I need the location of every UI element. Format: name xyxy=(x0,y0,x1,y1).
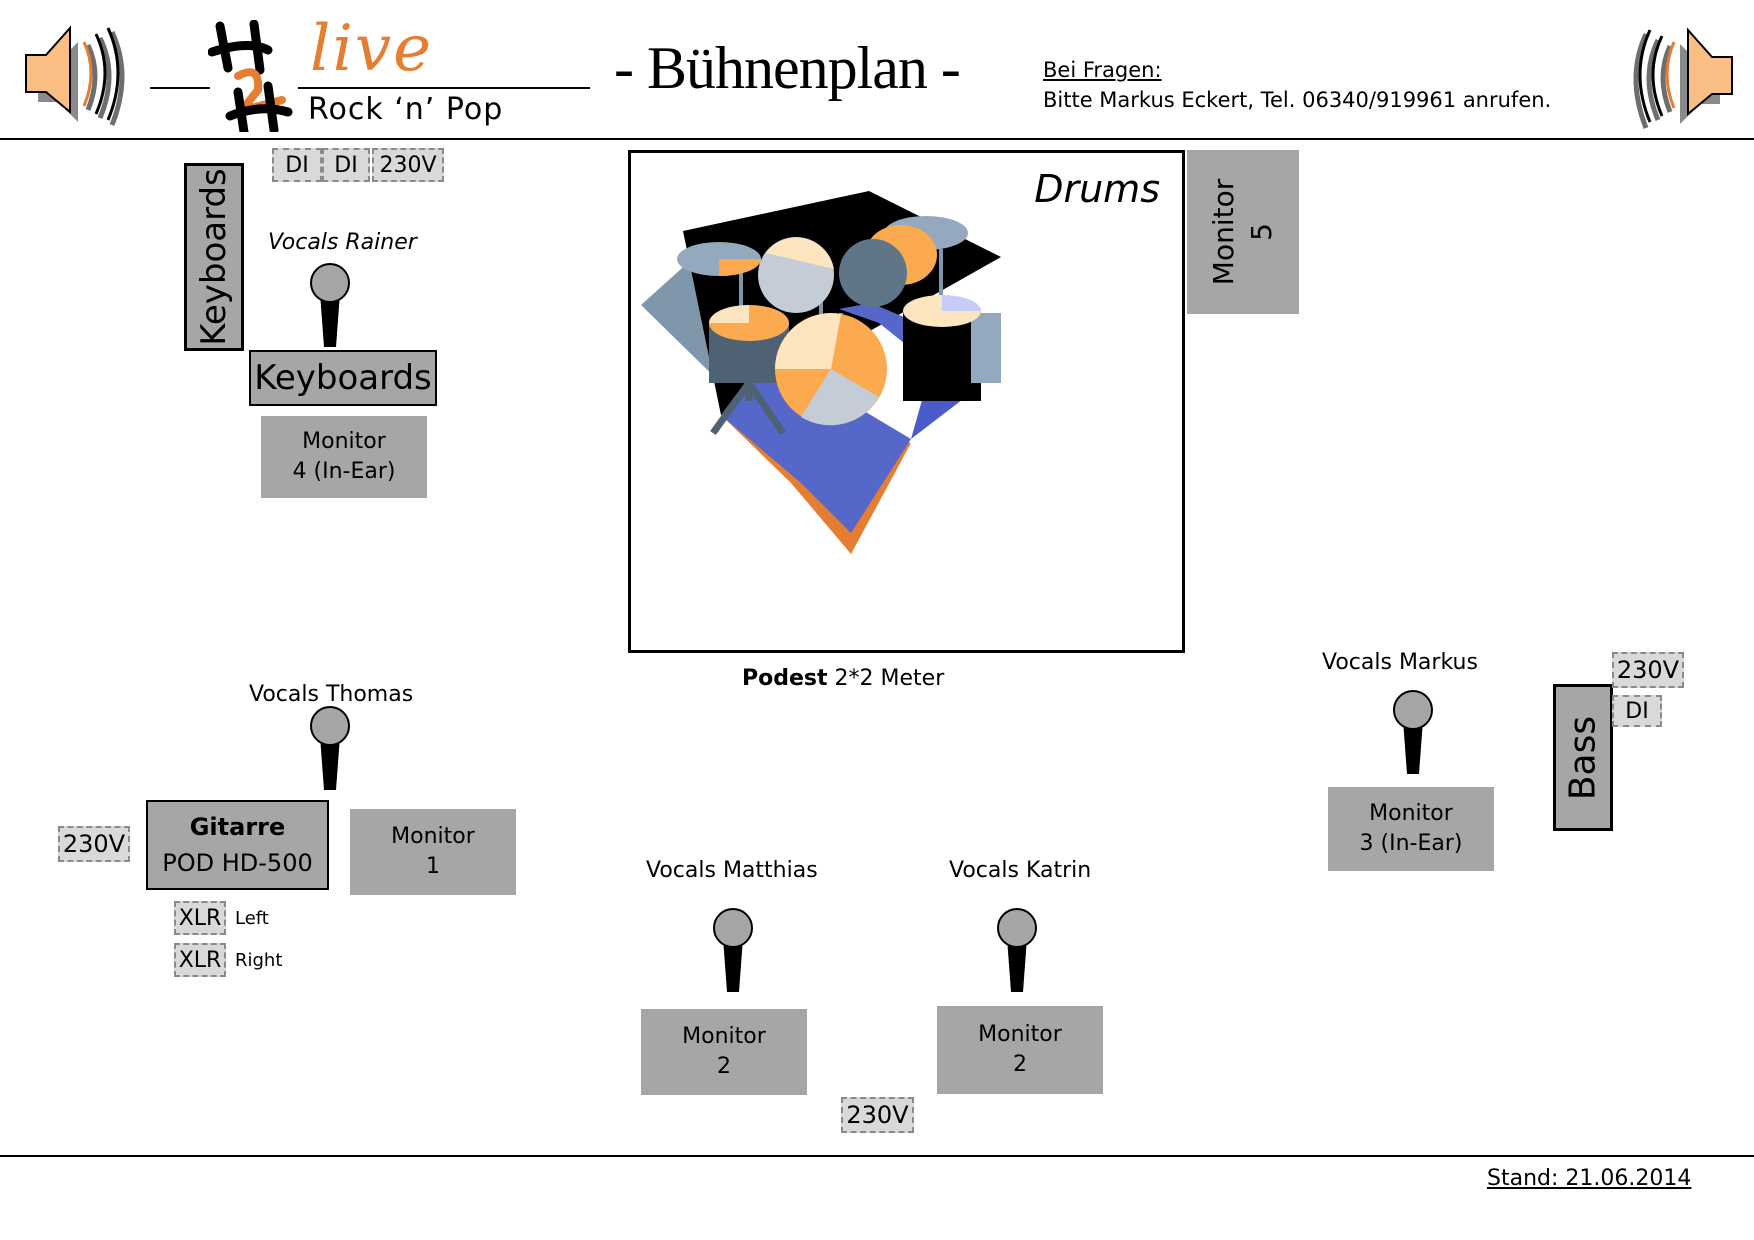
microphone-icon xyxy=(1393,690,1433,774)
keyboards-vertical-label: Keyboards xyxy=(194,168,234,346)
microphone-icon xyxy=(997,908,1037,992)
monitor-2b-line1: Monitor xyxy=(978,1022,1062,1047)
microphone-icon xyxy=(713,908,753,992)
speaker-right-icon xyxy=(1633,27,1733,129)
contact-heading: Bei Fragen: xyxy=(1043,58,1162,82)
vocals-matthias-label: Vocals Matthias xyxy=(646,858,818,883)
monitor-3-line2: 3 (In-Ear) xyxy=(1359,831,1463,856)
bass-label: Bass xyxy=(1562,715,1604,800)
connector-230v-guitar: 230V xyxy=(58,826,130,862)
monitor-2b: Monitor 2 xyxy=(937,1006,1103,1094)
logo-live-text: live xyxy=(310,12,433,86)
drum-kit-icon xyxy=(641,191,1001,554)
keyboards-box: Keyboards xyxy=(249,350,437,406)
monitor-3: Monitor 3 (In-Ear) xyxy=(1328,787,1494,871)
header-divider xyxy=(0,138,1754,140)
microphone-icon xyxy=(310,263,350,347)
monitor-5-line1: Monitor xyxy=(1207,178,1240,286)
monitor-2a: Monitor 2 xyxy=(641,1009,807,1095)
monitor-1-line1: Monitor xyxy=(391,824,475,849)
monitor-4-line2: 4 (In-Ear) xyxy=(292,459,396,484)
monitor-5-line2: 5 xyxy=(1245,223,1278,241)
podest-label: Podest 2*2 Meter xyxy=(742,666,944,691)
guitar-model: POD HD-500 xyxy=(162,849,313,877)
vocals-katrin-label: Vocals Katrin xyxy=(949,858,1092,883)
xlr-right-note: Right xyxy=(235,950,283,971)
keyboards-box-label: Keyboards xyxy=(254,358,432,398)
connector-xlr-right: XLR xyxy=(174,943,226,977)
guitar-title: Gitarre xyxy=(189,813,286,841)
monitor-1-line2: 1 xyxy=(426,854,440,879)
speaker-left-icon xyxy=(25,25,125,126)
logo: live Rock ‘n’ Pop xyxy=(150,12,590,133)
connector-230v-keys: 230V xyxy=(372,148,444,182)
stand-date: Stand: 21.06.2014 xyxy=(1487,1166,1692,1191)
vocals-markus-label: Vocals Markus xyxy=(1322,650,1478,675)
connector-xlr-left: XLR xyxy=(174,901,226,935)
guitar-box: Gitarre POD HD-500 xyxy=(146,800,329,890)
monitor-5: Monitor 5 xyxy=(1187,150,1299,314)
vocals-rainer-label: Vocals Rainer xyxy=(268,230,417,255)
xlr-left-note: Left xyxy=(235,908,269,929)
keyboards-vertical: Keyboards xyxy=(184,163,244,351)
vocals-thomas-label: Vocals Thomas xyxy=(249,682,414,707)
microphone-icon xyxy=(310,706,350,790)
connector-di-1: DI xyxy=(272,148,322,182)
podest-label-bold: Podest xyxy=(742,666,828,691)
contact-text: Bitte Markus Eckert, Tel. 06340/919961 a… xyxy=(1043,88,1552,112)
page-title: - Bühnenplan - xyxy=(614,35,961,101)
connector-230v-center: 230V xyxy=(841,1097,914,1133)
drums-label: Drums xyxy=(1034,167,1160,211)
monitor-4: Monitor 4 (In-Ear) xyxy=(261,416,427,498)
bass-box: Bass xyxy=(1553,684,1613,831)
drum-podium: Drums xyxy=(628,150,1185,653)
monitor-2a-line2: 2 xyxy=(717,1054,731,1079)
podest-label-size: 2*2 Meter xyxy=(827,666,945,691)
connector-di-bass: DI xyxy=(1612,695,1662,727)
logo-subtitle: Rock ‘n’ Pop xyxy=(308,92,504,127)
monitor-2b-line2: 2 xyxy=(1013,1052,1027,1077)
monitor-2a-line1: Monitor xyxy=(682,1024,766,1049)
monitor-1: Monitor 1 xyxy=(350,809,516,895)
footer-divider xyxy=(0,1155,1754,1157)
logo-h2h-mark xyxy=(208,20,293,132)
monitor-4-line1: Monitor xyxy=(302,429,386,454)
connector-di-2: DI xyxy=(322,148,370,182)
monitor-3-line1: Monitor xyxy=(1369,801,1453,826)
connector-230v-bass: 230V xyxy=(1612,652,1684,688)
